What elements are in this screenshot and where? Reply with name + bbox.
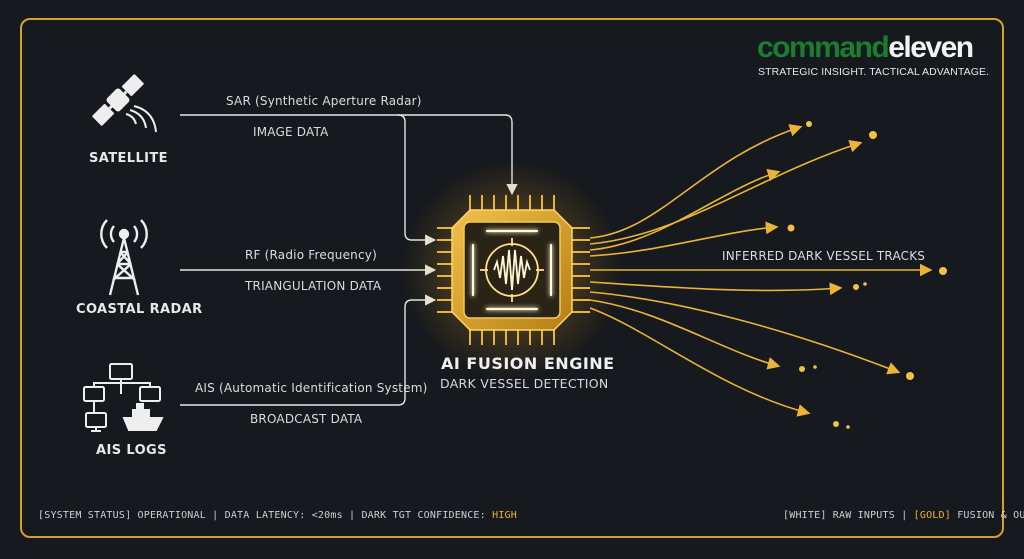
endpoint-4 xyxy=(939,267,947,275)
endpoint-11 xyxy=(846,425,850,429)
endpoint-2 xyxy=(869,131,877,139)
sar-link-label: SAR (Synthetic Aperture Radar) xyxy=(226,94,422,108)
image-data-label: IMAGE DATA xyxy=(253,125,329,139)
rf-link-label: RF (Radio Frequency) xyxy=(245,248,377,262)
triangulation-data-label: TRIANGULATION DATA xyxy=(245,279,382,293)
engine-subtitle: DARK VESSEL DETECTION xyxy=(440,376,609,391)
sar-branch-connector xyxy=(398,114,518,196)
ais-link-label: AIS (Automatic Identification System) xyxy=(195,381,428,395)
network-ship-icon xyxy=(83,363,164,432)
track-endpoints xyxy=(787,121,947,429)
legend-rest: FUSION & OUTPUTS xyxy=(957,510,1024,521)
track-9 xyxy=(589,307,811,417)
endpoint-10 xyxy=(833,421,839,427)
system-status-text: [SYSTEM STATUS] OPERATIONAL | DATA LATEN… xyxy=(38,510,493,521)
source-label-ais-logs: AIS LOGS xyxy=(96,443,167,458)
endpoint-9 xyxy=(813,365,817,369)
source-label-satellite: SATELLITE xyxy=(89,151,168,166)
output-tracks-label: INFERRED DARK VESSEL TRACKS xyxy=(722,249,926,263)
track-6 xyxy=(589,281,843,296)
track-7 xyxy=(589,291,901,375)
legend-gold: [GOLD] xyxy=(913,510,951,521)
endpoint-7 xyxy=(906,372,914,380)
track-2 xyxy=(589,140,863,245)
track-8 xyxy=(589,299,781,370)
track-1 xyxy=(589,124,803,239)
confidence-value: HIGH xyxy=(492,510,517,521)
track-3 xyxy=(589,168,781,251)
legend-white: [WHITE] RAW INPUTS | xyxy=(783,510,914,521)
outer-frame xyxy=(20,18,1004,538)
endpoint-3 xyxy=(787,224,795,232)
output-tracks xyxy=(589,124,933,417)
source-label-coastal-radar: COASTAL RADAR xyxy=(76,302,203,317)
system-status-bar: [SYSTEM STATUS] OPERATIONAL | DATA LATEN… xyxy=(38,510,517,521)
radio-tower-icon xyxy=(100,219,148,296)
processor-chip-icon xyxy=(402,160,622,380)
engine-title: AI FUSION ENGINE xyxy=(441,354,615,373)
brand-name-part1: command xyxy=(757,31,890,64)
satellite-icon xyxy=(92,74,157,133)
endpoint-8 xyxy=(799,366,805,372)
endpoint-6 xyxy=(863,282,867,286)
brand-logo: commandeleven xyxy=(757,31,974,65)
endpoint-1 xyxy=(806,121,812,127)
brand-tagline: STRATEGIC INSIGHT. TACTICAL ADVANTAGE. xyxy=(758,66,990,78)
broadcast-data-label: BROADCAST DATA xyxy=(250,412,363,426)
brand-name-part2: eleven xyxy=(888,31,974,64)
color-legend: [WHITE] RAW INPUTS | [GOLD] FUSION & OUT… xyxy=(783,510,1024,521)
endpoint-5 xyxy=(853,284,859,290)
